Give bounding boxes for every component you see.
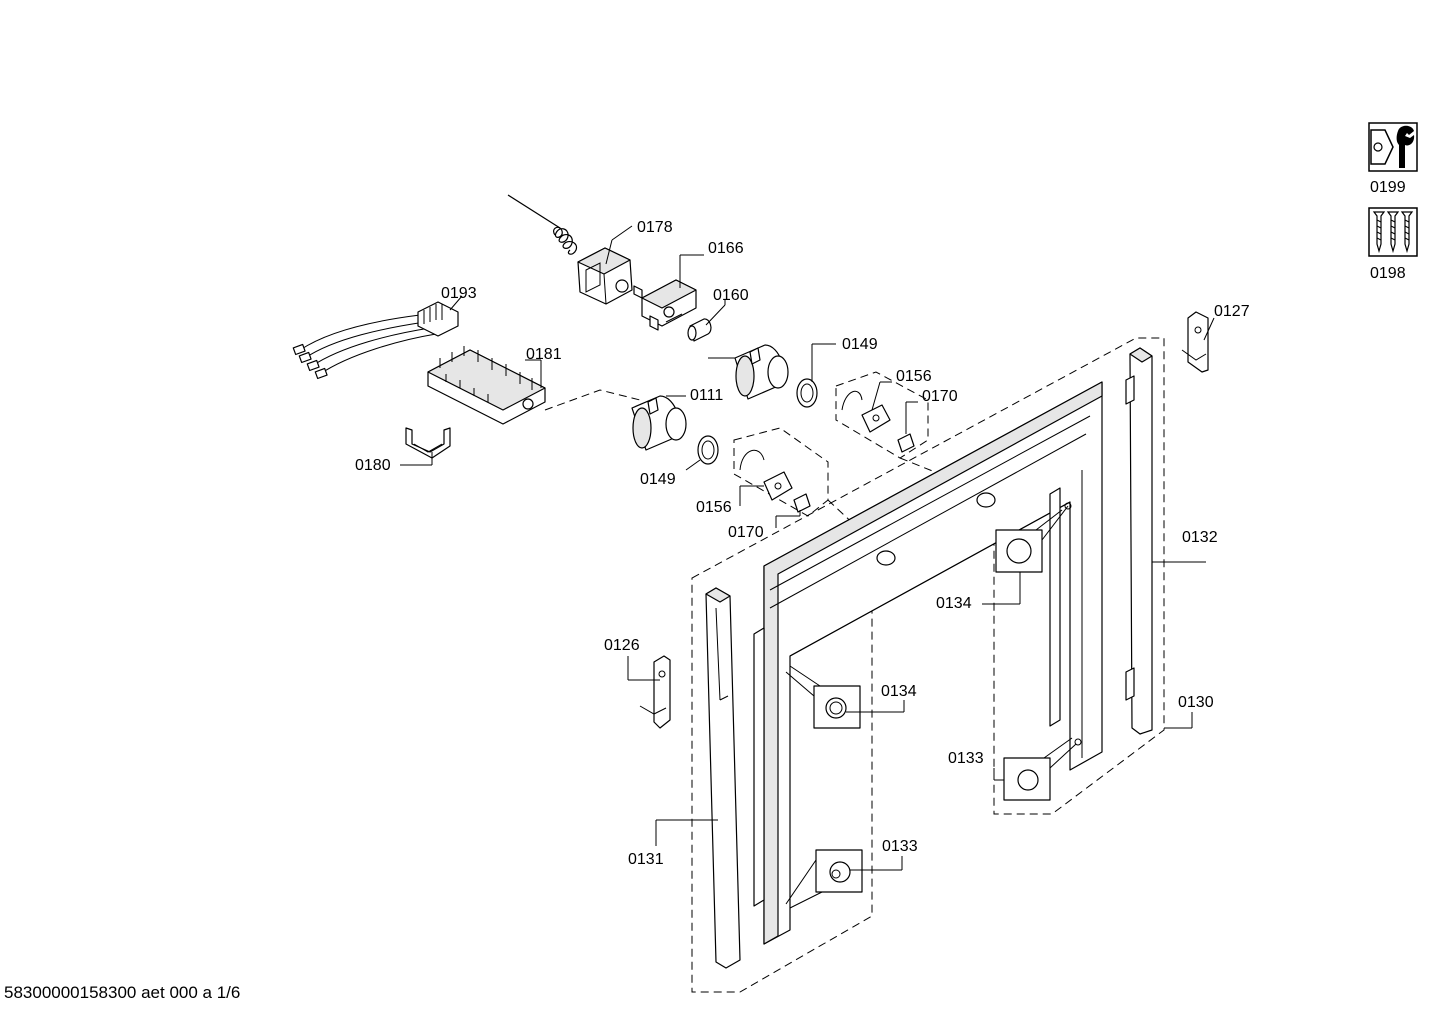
thermostat-part xyxy=(507,194,643,305)
label-0133-left: 0133 xyxy=(882,838,918,855)
buffer-right-top-part xyxy=(982,505,1069,605)
document-id: 58300000158300 aet 000 a 1/6 xyxy=(4,983,240,1002)
cable-harness-part xyxy=(292,295,463,380)
label-0134-left: 0134 xyxy=(881,683,917,700)
label-0193: 0193 xyxy=(441,285,477,302)
upper-lamp-part xyxy=(841,381,918,453)
left-rail-part xyxy=(655,587,741,969)
door-frame-part xyxy=(753,381,1103,945)
wrench-icon xyxy=(1368,122,1418,172)
tool-label: 0199 xyxy=(1370,179,1406,196)
lower-knob-part xyxy=(631,395,719,471)
clip-left-part xyxy=(627,655,671,729)
right-rail-part xyxy=(1125,347,1206,735)
spindle-part xyxy=(687,300,726,342)
label-0130: 0130 xyxy=(1178,694,1214,711)
label-0178: 0178 xyxy=(637,219,673,236)
bracket-part xyxy=(641,254,704,331)
label-0166: 0166 xyxy=(708,240,744,257)
screws-icon xyxy=(1368,207,1418,257)
screws-label: 0198 xyxy=(1370,265,1406,282)
terminal-block-part xyxy=(427,346,546,425)
lower-lamp-part xyxy=(739,449,811,528)
label-0126: 0126 xyxy=(604,637,640,654)
buffer-left-top-part xyxy=(785,665,905,729)
label-0181: 0181 xyxy=(526,346,562,363)
upper-knob-part xyxy=(708,343,836,408)
label-0180: 0180 xyxy=(355,457,391,474)
label-0149-top: 0149 xyxy=(842,336,878,353)
label-0170-bottom: 0170 xyxy=(728,524,764,541)
label-0156-top: 0156 xyxy=(896,368,932,385)
buffer-left-bottom-part xyxy=(785,849,903,909)
label-0156-bottom: 0156 xyxy=(696,499,732,516)
label-0134-right: 0134 xyxy=(936,595,972,612)
label-0132: 0132 xyxy=(1182,529,1218,546)
label-0111: 0111 xyxy=(690,387,723,404)
label-0131: 0131 xyxy=(628,851,664,868)
clip-part xyxy=(400,427,451,466)
label-0160: 0160 xyxy=(713,287,749,304)
label-0149-bottom: 0149 xyxy=(640,471,676,488)
buffer-right-bottom-part xyxy=(993,737,1077,801)
clip-top-right-part xyxy=(1181,311,1215,373)
label-0170-top: 0170 xyxy=(922,388,958,405)
label-0133-right: 0133 xyxy=(948,750,984,767)
label-0127: 0127 xyxy=(1214,303,1250,320)
